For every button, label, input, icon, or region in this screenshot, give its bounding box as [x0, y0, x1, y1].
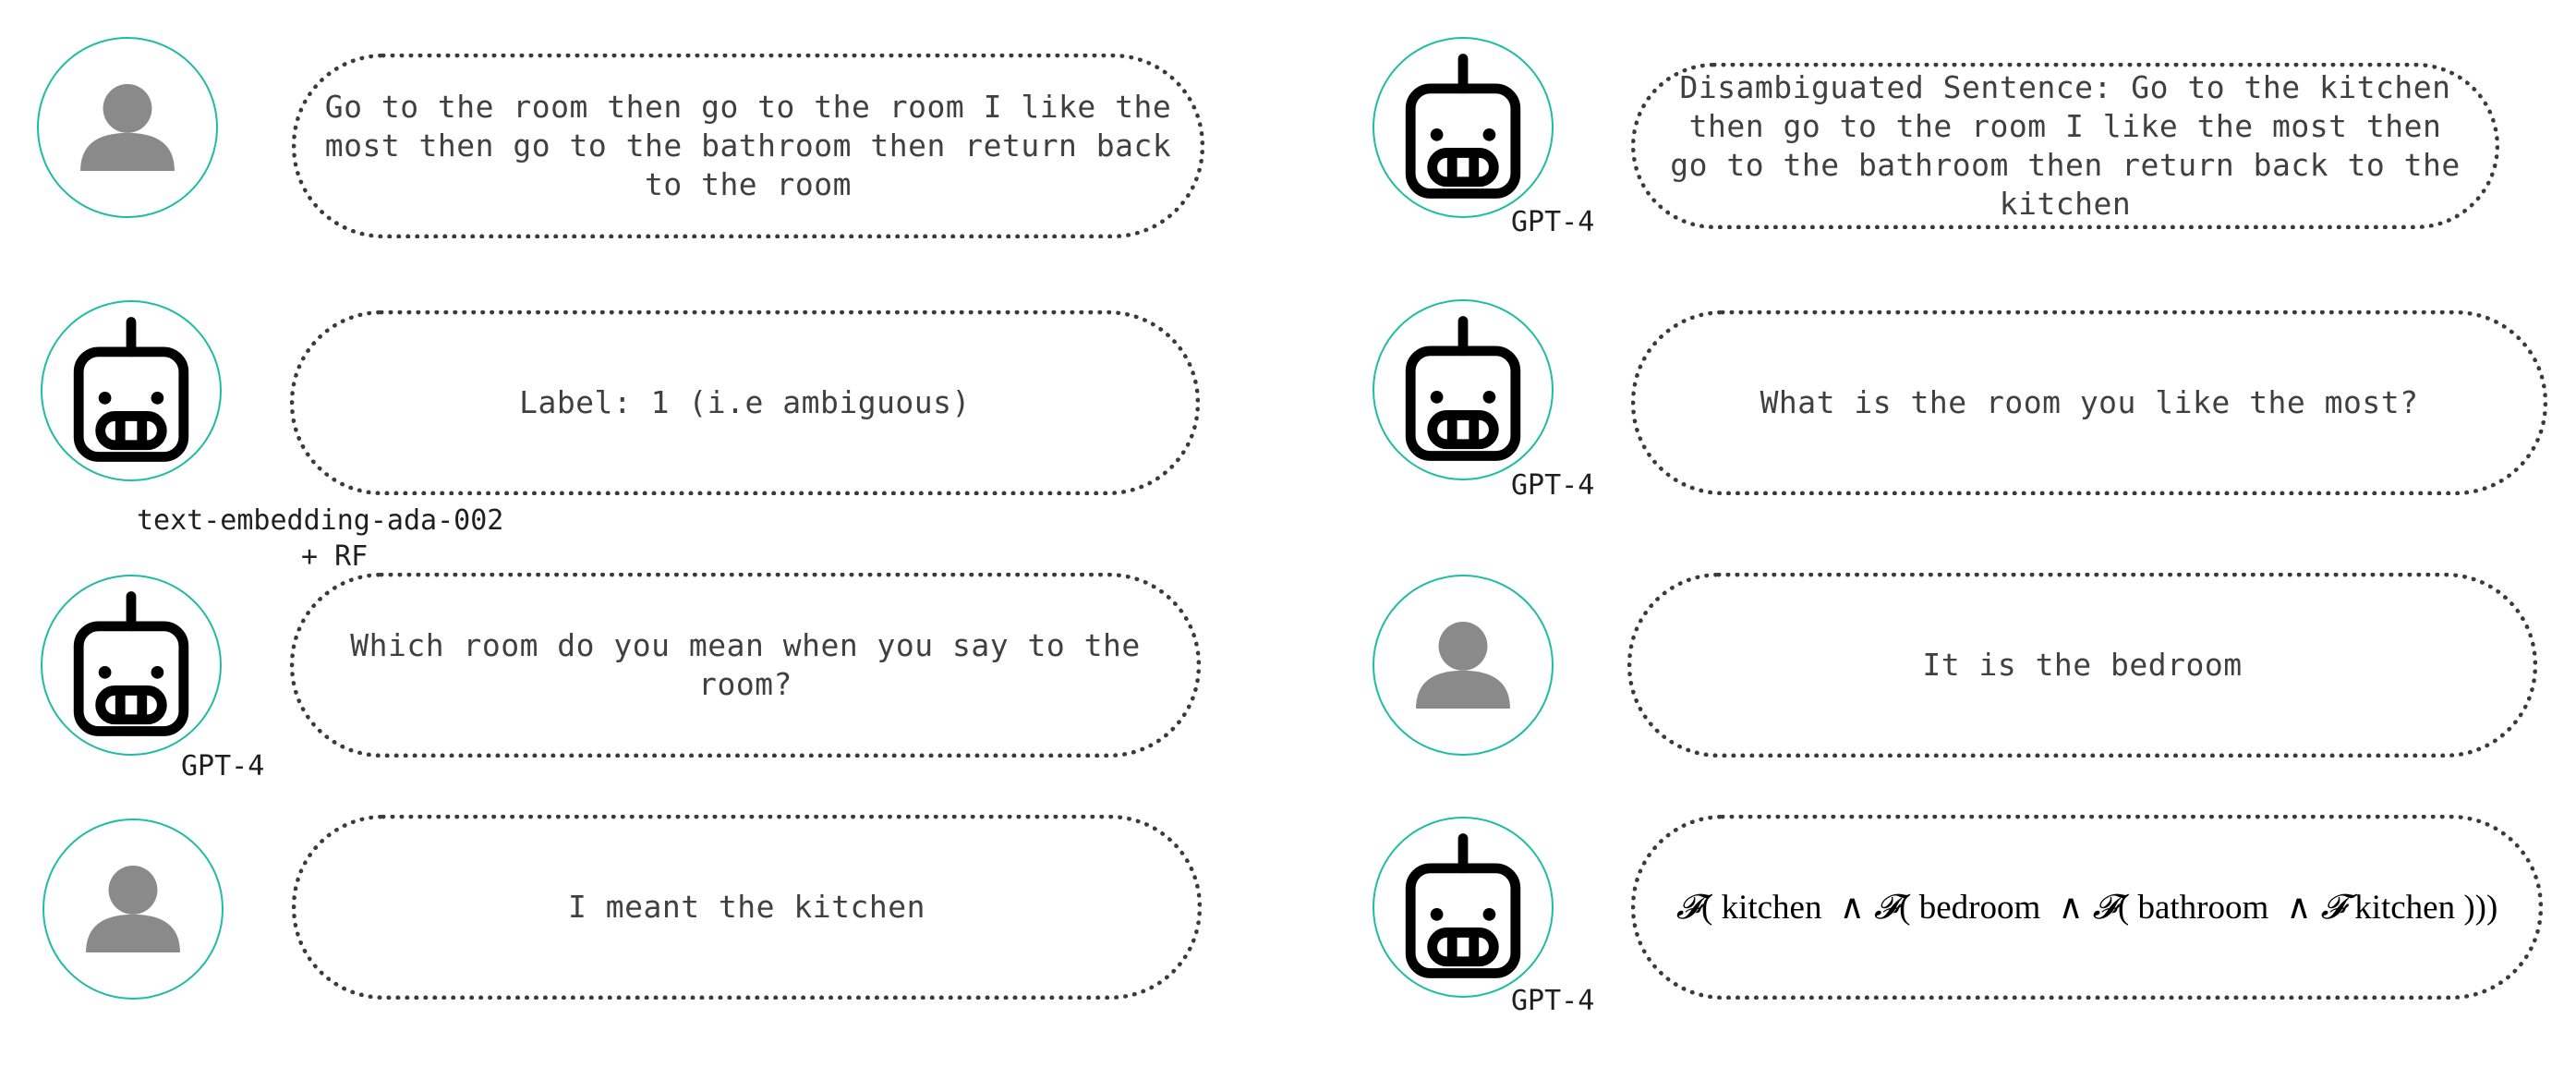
eventually-operator: 𝓕 — [2320, 886, 2346, 927]
message-text: I meant the kitchen — [568, 889, 925, 925]
message-bubble: It is the bedroom — [1627, 573, 2537, 758]
message-text: Which room do you mean when you say to t… — [350, 627, 1141, 702]
robot-icon — [73, 591, 189, 736]
message-bubble: Disambiguated Sentence: Go to the kitche… — [1631, 63, 2499, 229]
message-text: Go to the room then go to the room I lik… — [324, 89, 1172, 202]
avatar-human — [37, 37, 218, 218]
and-operator: ∧ — [1839, 888, 1865, 927]
message-bubble: What is the room you like the most? — [1631, 310, 2547, 495]
message-bubble: Go to the room then go to the room I lik… — [292, 54, 1204, 238]
formula-term: kitchen ))) — [2354, 888, 2498, 927]
and-operator: ∧ — [2058, 888, 2084, 927]
eventually-operator: 𝓕 — [2092, 886, 2118, 927]
avatar-model — [1373, 299, 1554, 480]
avatar-model — [41, 575, 222, 756]
avatar-model — [1373, 37, 1554, 218]
message-bubble: Which room do you mean when you say to t… — [290, 573, 1201, 758]
person-icon — [1416, 621, 1510, 709]
formula-term: ( kitchen — [1701, 888, 1822, 927]
person-icon — [86, 865, 180, 953]
person-icon — [80, 83, 175, 172]
robot-icon — [1405, 833, 1521, 978]
model-caption: GPT-4 — [1511, 206, 1595, 238]
message-text: It is the bedroom — [1922, 647, 2243, 683]
message-bubble: 𝓕( kitchen ∧𝓕( bedroom ∧𝓕( bathroom ∧𝓕 k… — [1631, 815, 2543, 1000]
formula-term: ( bedroom — [1899, 888, 2041, 927]
robot-icon — [1405, 316, 1521, 461]
robot-icon — [73, 317, 189, 462]
formula-term: ( bathroom — [2117, 888, 2269, 927]
message-bubble: Label: 1 (i.e ambiguous) — [290, 310, 1200, 495]
message-text: Label: 1 (i.e ambiguous) — [519, 384, 971, 420]
model-caption-line2: + RF — [301, 540, 369, 573]
model-caption: text-embedding-ada-002 — [137, 504, 504, 537]
eventually-operator: 𝓕 — [1873, 886, 1900, 927]
message-text: What is the room you like the most? — [1760, 384, 2419, 420]
avatar-model — [1373, 817, 1554, 998]
message-bubble: I meant the kitchen — [292, 815, 1202, 1000]
eventually-operator: 𝓕 — [1675, 886, 1701, 927]
message-text: Disambiguated Sentence: Go to the kitche… — [1670, 69, 2461, 222]
robot-icon — [1405, 54, 1521, 199]
avatar-model — [41, 300, 222, 481]
model-caption: GPT-4 — [1511, 469, 1595, 502]
ltl-formula: 𝓕( kitchen ∧𝓕( bedroom ∧𝓕( bathroom ∧𝓕 k… — [1675, 886, 2498, 928]
model-caption: GPT-4 — [181, 750, 265, 782]
avatar-human — [42, 818, 224, 1000]
and-operator: ∧ — [2286, 888, 2312, 927]
model-caption: GPT-4 — [1511, 985, 1595, 1017]
avatar-human — [1373, 575, 1554, 756]
